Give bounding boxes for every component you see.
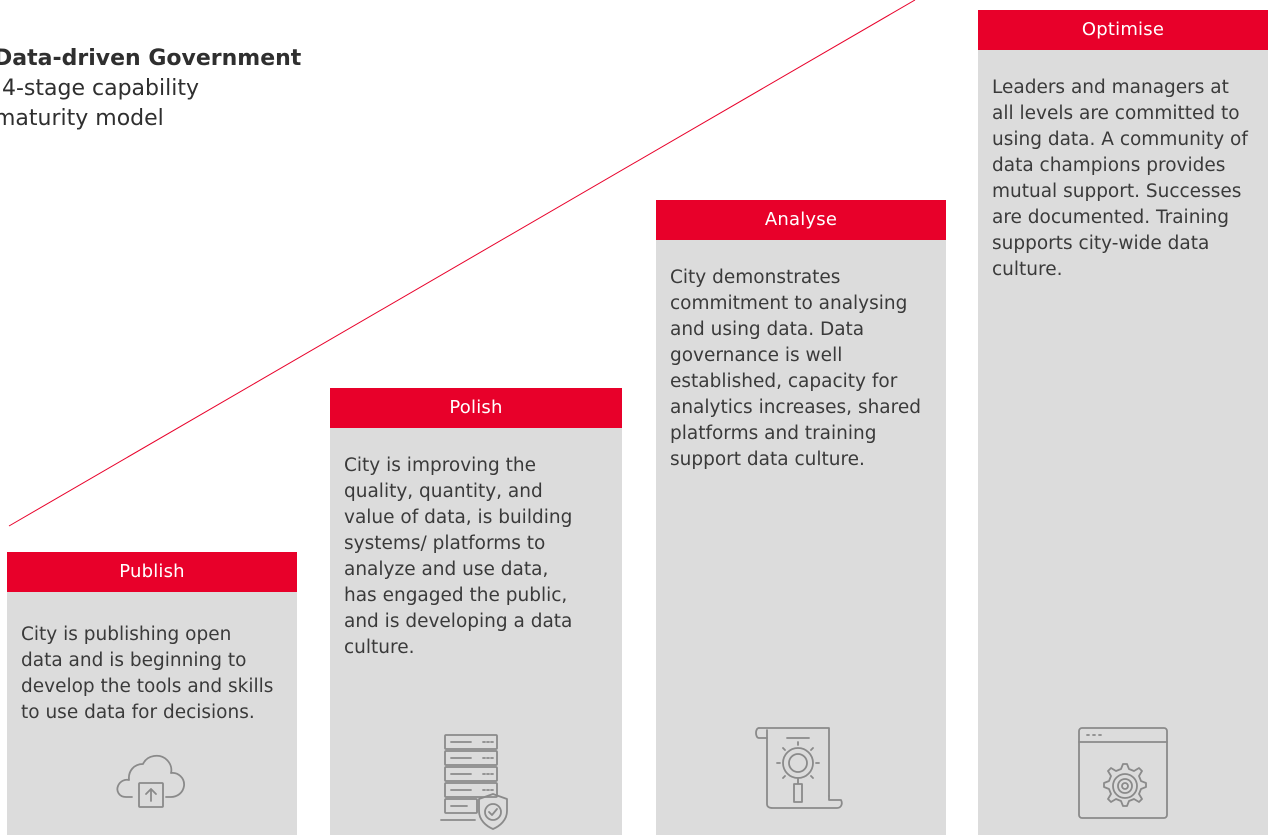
browser-gear-icon — [1077, 726, 1169, 820]
stage-polish-description: City is improving the quality, quantity,… — [344, 455, 573, 658]
document-magnifier-icon — [753, 726, 849, 810]
stage-polish-header: Polish — [330, 388, 622, 428]
stage-analyse: Analyse City demonstrates commitment to … — [656, 200, 946, 835]
stage-optimise-description: Leaders and managers at all levels are c… — [992, 77, 1248, 280]
server-shield-icon — [439, 732, 513, 830]
cloud-upload-icon — [114, 749, 190, 809]
stage-publish-description: City is publishing open data and is begi… — [21, 624, 274, 723]
stage-polish: Polish City is improving the quality, qu… — [330, 388, 622, 835]
stage-analyse-description: City demonstrates commitment to analysin… — [670, 267, 921, 470]
diagram-title: Data-driven Government 4-stage capabilit… — [0, 44, 301, 134]
stage-optimise: Optimise Leaders and managers at all lev… — [978, 10, 1268, 835]
title-line-2: 4-stage capability — [2, 76, 199, 101]
stage-publish: Publish City is publishing open data and… — [7, 552, 297, 835]
title-line-1: Data-driven Government — [0, 46, 302, 71]
stage-analyse-header: Analyse — [656, 200, 946, 240]
stage-optimise-header: Optimise — [978, 10, 1268, 50]
title-line-3: maturity model — [0, 106, 164, 131]
stage-publish-header: Publish — [7, 552, 297, 592]
